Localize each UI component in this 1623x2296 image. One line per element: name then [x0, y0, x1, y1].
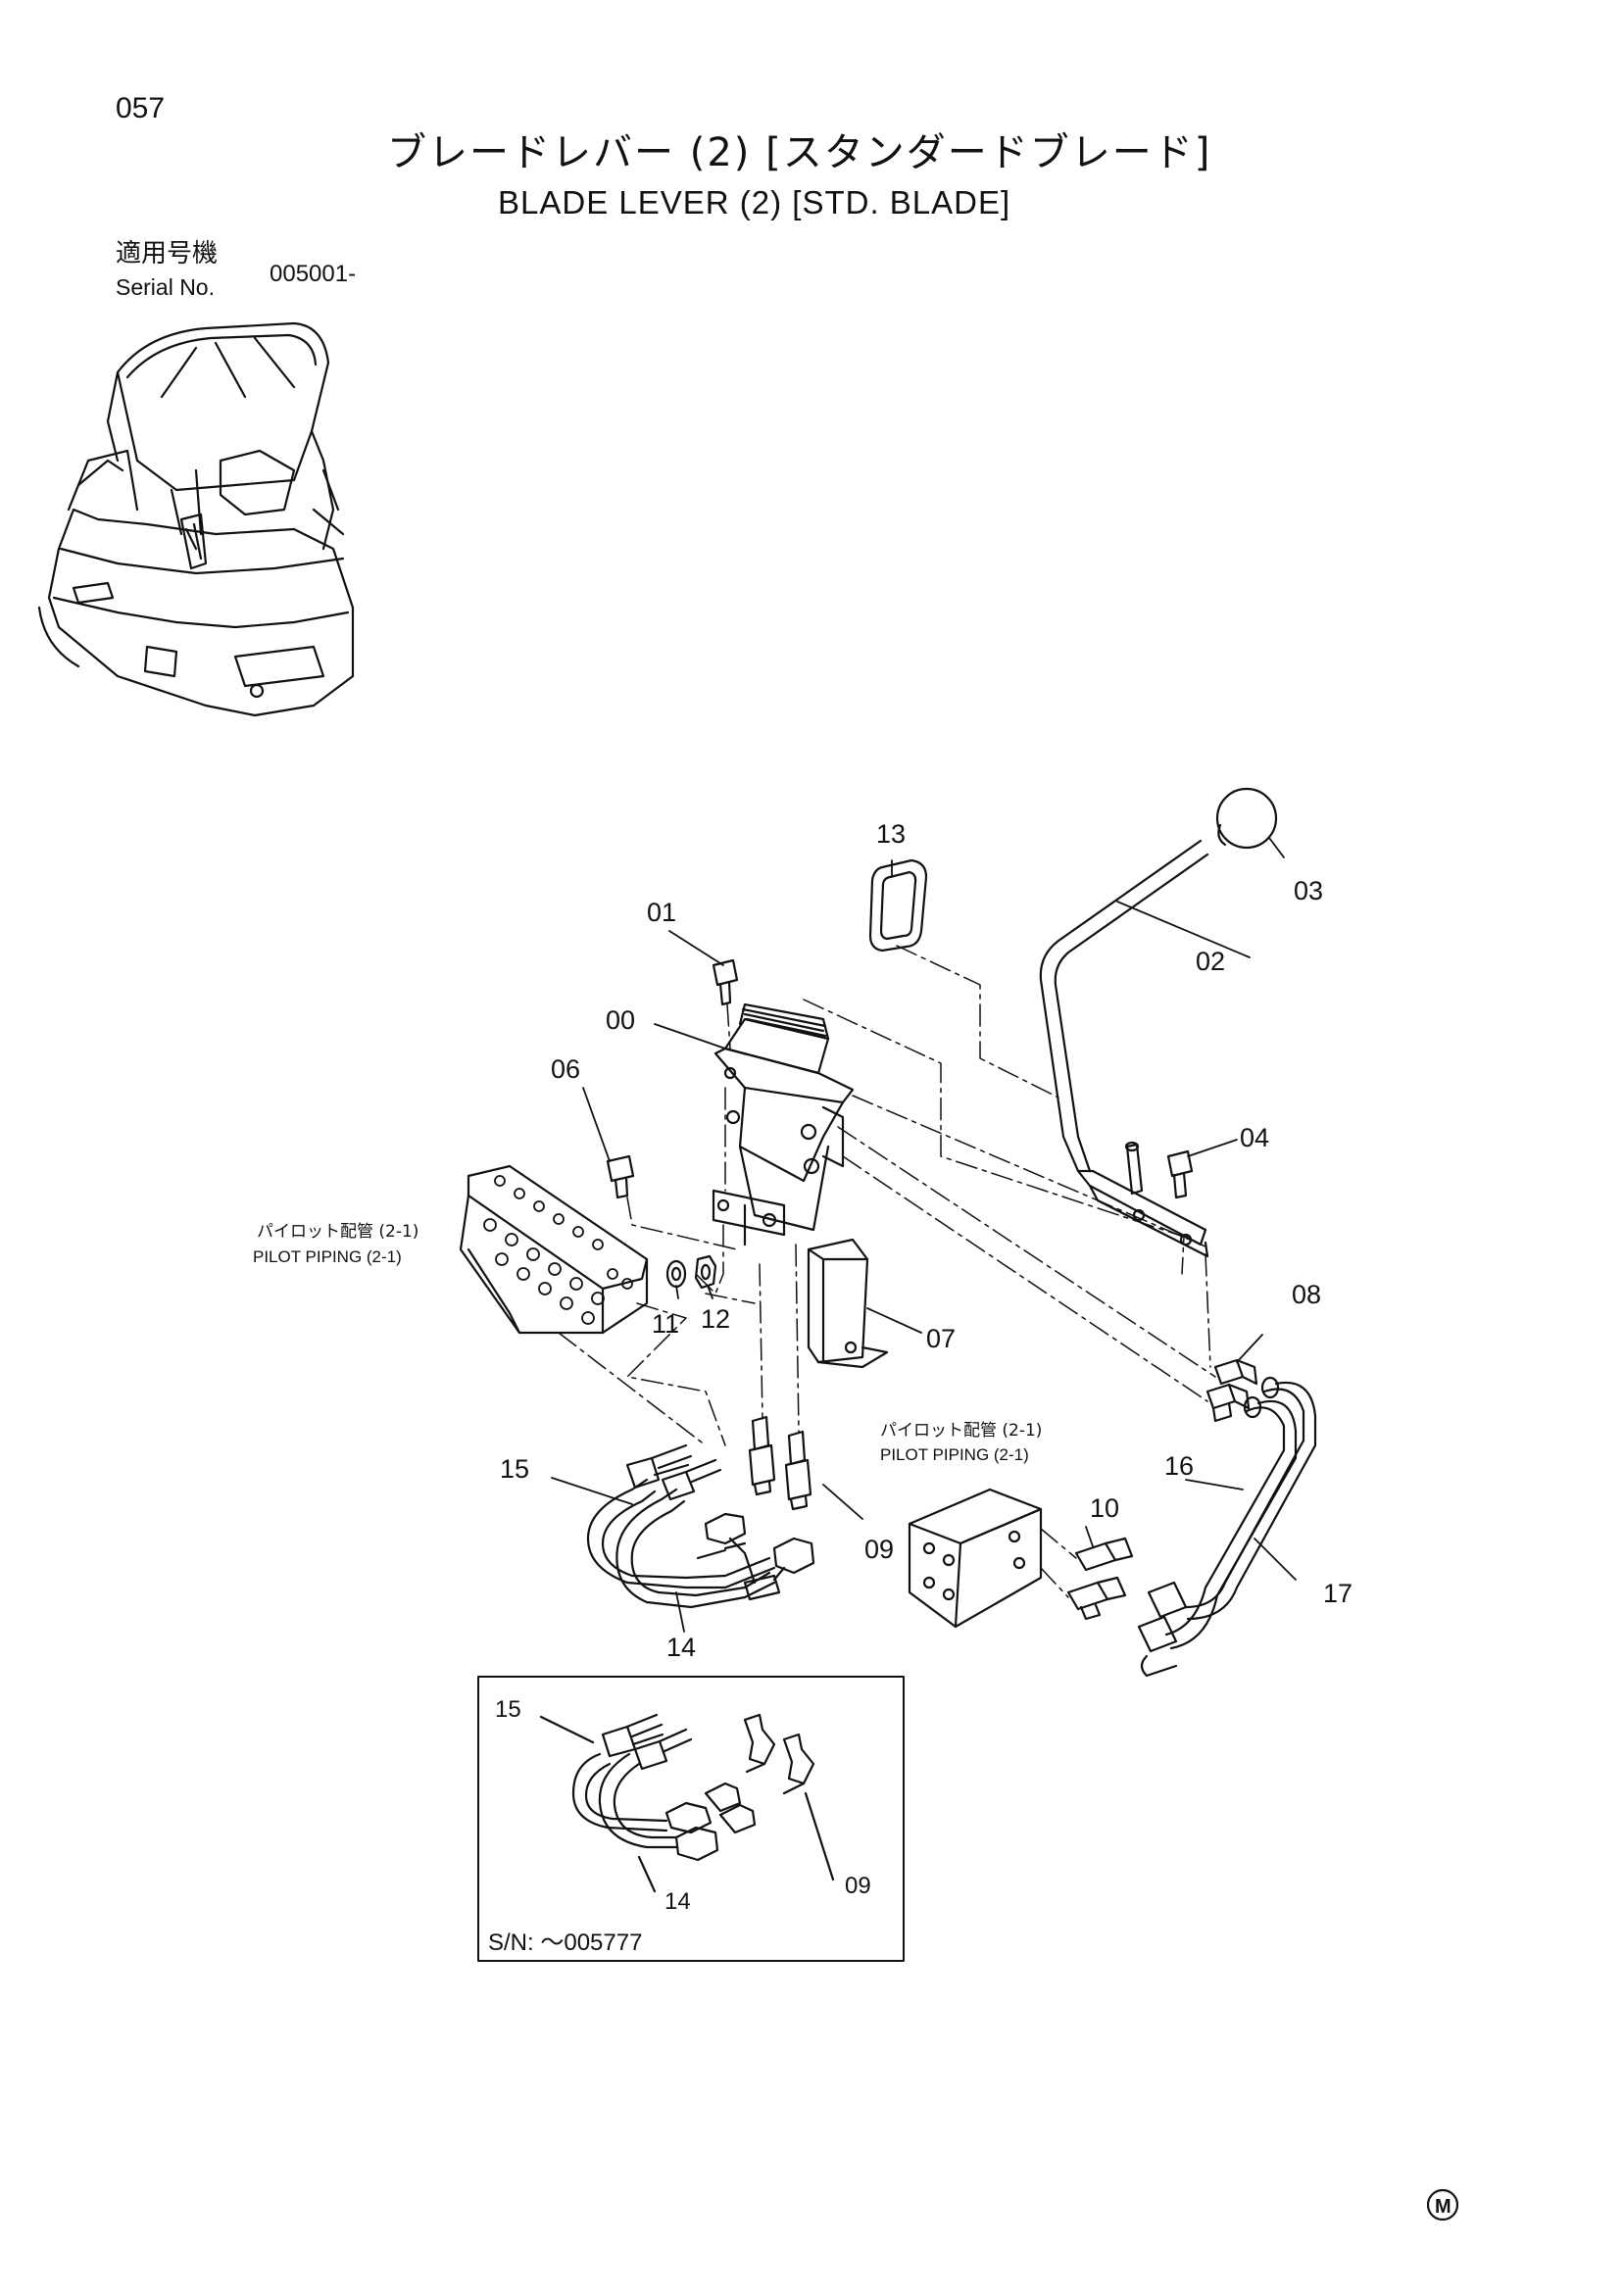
serial-label-english: Serial No. — [116, 274, 215, 300]
pipe-16-17 — [1137, 1376, 1317, 1678]
callout-07: 07 — [926, 1324, 956, 1353]
callout-09: 09 — [864, 1535, 894, 1564]
callout-01: 01 — [647, 898, 676, 927]
fitting-10 — [1066, 1537, 1134, 1621]
rubber-boot-13 — [868, 858, 928, 953]
fitting-08 — [1205, 1358, 1258, 1423]
pilot-label-right-jp: パイロット配管 (2-1) — [880, 1421, 1042, 1441]
adapter-09-a — [748, 1415, 776, 1496]
callout-14: 14 — [666, 1633, 696, 1662]
callout-10: 10 — [1090, 1493, 1119, 1523]
callout-17: 17 — [1323, 1579, 1352, 1608]
washer-11 — [665, 1259, 687, 1289]
callout-labels: 01 00 06 04 07 13 02 03 08 09 10 16 17 1… — [500, 819, 1352, 1662]
pilot-label-left-en: PILOT PIPING (2-1) — [253, 1247, 402, 1266]
callout-leaders — [551, 837, 1297, 1633]
hose-14-15 — [586, 1443, 815, 1609]
callout-06: 06 — [551, 1054, 580, 1084]
callout-03: 03 — [1294, 876, 1323, 905]
adapter-09-b — [784, 1430, 812, 1511]
serial-number-range: 005001- — [270, 261, 357, 287]
callout-08: 08 — [1292, 1280, 1321, 1309]
pilot-piping-block-right — [908, 1488, 1043, 1629]
bolt-04 — [1166, 1149, 1194, 1199]
callout-13: 13 — [876, 819, 906, 849]
page-number: 057 — [116, 92, 166, 124]
pilot-piping-block-left — [459, 1164, 649, 1335]
pilot-label-left-jp: パイロット配管 (2-1) — [257, 1222, 418, 1242]
page-title-english: BLADE LEVER (2) [STD. BLADE] — [498, 184, 1011, 220]
page-title-japanese: ブレードレバー (2) [スタンダードブレード] — [387, 130, 1212, 175]
lever-knob-03 — [1215, 787, 1278, 850]
callout-04: 04 — [1240, 1123, 1269, 1152]
callout-00: 00 — [606, 1005, 635, 1035]
inset-labels: 15 14 09 S/N: ～005777 — [488, 1696, 871, 1956]
inset-callout-15: 15 — [495, 1696, 521, 1723]
inset-callout-09: 09 — [845, 1873, 871, 1899]
inset-serial-note: S/N: ～005777 — [488, 1930, 642, 1956]
serial-label-japanese: 適用号機 — [116, 239, 219, 269]
bolt-01 — [712, 958, 739, 1006]
inset-callout-14: 14 — [664, 1888, 691, 1915]
pilot-piping-labels: パイロット配管 (2-1) PILOT PIPING (2-1) パイロット配管… — [253, 1222, 1042, 1464]
blade-lever-02 — [1039, 839, 1209, 1258]
callout-16: 16 — [1164, 1451, 1194, 1481]
callout-15: 15 — [500, 1454, 529, 1484]
callout-12: 12 — [701, 1304, 730, 1334]
callout-11: 11 — [652, 1309, 679, 1339]
bolt-06 — [606, 1154, 635, 1199]
inset-variant-box — [477, 1676, 905, 1962]
pilot-label-right-en: PILOT PIPING (2-1) — [880, 1445, 1029, 1464]
alignment-lines — [558, 945, 1216, 1598]
callout-02: 02 — [1196, 947, 1225, 976]
valve-mount-bracket — [712, 1189, 786, 1246]
machine-location-thumbnail — [37, 321, 355, 717]
bracket-07 — [807, 1238, 889, 1369]
manufacturer-mark — [1426, 2188, 1459, 2222]
manufacturer-mark-letter: M — [1435, 2196, 1451, 2218]
nut-12 — [694, 1254, 717, 1290]
